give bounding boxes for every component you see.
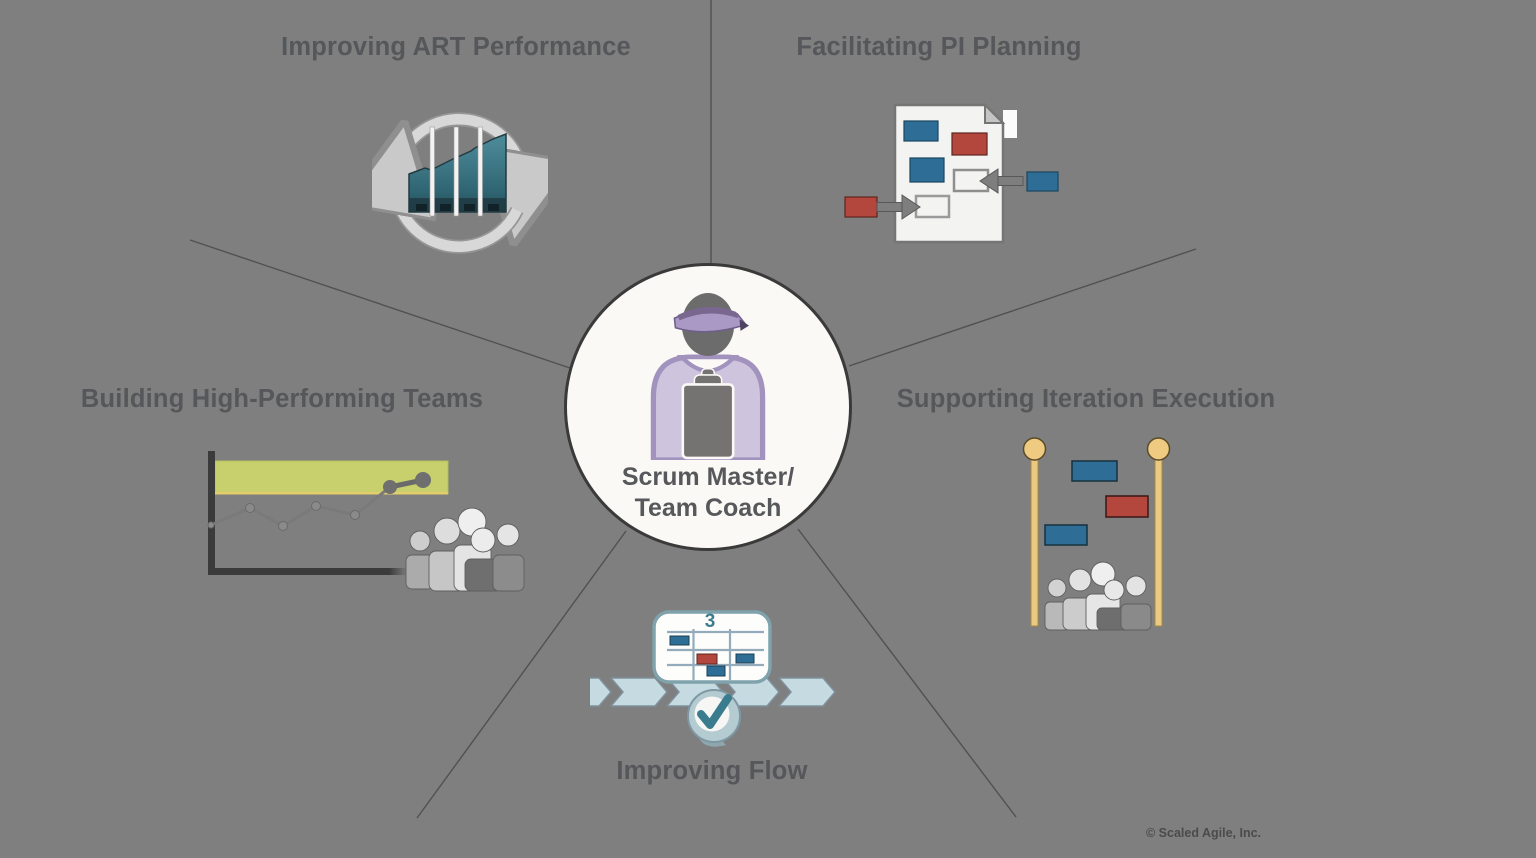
section-title-supporting-iteration-execution: Supporting Iteration Execution bbox=[896, 385, 1276, 413]
section-title-improving-flow: Improving Flow bbox=[616, 757, 808, 785]
kanban-board-icon: 3 bbox=[652, 610, 772, 684]
art-performance-cycle-icon bbox=[372, 112, 548, 254]
check-circle-icon bbox=[687, 689, 741, 747]
clipboard-icon bbox=[681, 367, 735, 460]
arrow-right-icon bbox=[876, 194, 921, 220]
improving-flow-icon: 3 bbox=[590, 610, 836, 747]
wip-limit-label: 3 bbox=[705, 611, 716, 632]
center-circle-scrum-master: Scrum Master/ Team Coach bbox=[564, 263, 852, 551]
section-title-facilitating-pi-planning: Facilitating PI Planning bbox=[796, 33, 1082, 61]
side-tab bbox=[1003, 110, 1017, 138]
center-label-line2: Team Coach bbox=[634, 494, 782, 522]
team-performance-chart-icon bbox=[207, 451, 525, 592]
visor-icon bbox=[673, 306, 749, 333]
people-group-icon bbox=[405, 507, 525, 592]
center-label-line1: Scrum Master/ bbox=[621, 463, 795, 491]
copyright-text: © Scaled Agile, Inc. bbox=[1146, 826, 1262, 840]
people-group-icon bbox=[1044, 561, 1152, 631]
scrum-master-avatar-icon bbox=[650, 293, 766, 460]
iteration-execution-icon bbox=[1022, 437, 1171, 631]
pi-planning-document-icon bbox=[844, 102, 1059, 244]
pole-icon bbox=[1022, 437, 1171, 627]
section-title-building-high-performing-teams: Building High-Performing Teams bbox=[80, 385, 484, 413]
arrow-left-icon bbox=[979, 168, 1024, 194]
section-title-improving-art-performance: Improving ART Performance bbox=[281, 33, 631, 61]
